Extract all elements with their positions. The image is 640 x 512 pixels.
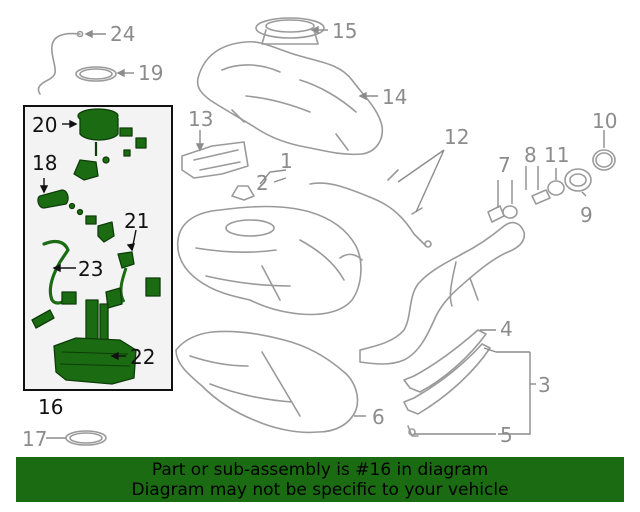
fuel-filter-18 — [37, 189, 84, 216]
clamp-7 — [487, 205, 505, 223]
filler-pipe — [359, 221, 526, 365]
fuel-pump-assembly-parts — [31, 108, 161, 385]
callout-23: 23 — [78, 257, 103, 281]
callout-20: 20 — [32, 113, 57, 137]
fuel-cap-9 — [564, 168, 592, 192]
seal-11 — [547, 180, 565, 196]
banner-line-2: Diagram may not be specific to your vehi… — [131, 480, 509, 500]
under-cover-6 — [175, 330, 359, 434]
callout-18: 18 — [32, 151, 57, 175]
tank-strap-5 — [403, 343, 491, 415]
wire-harness-24 — [37, 32, 81, 95]
clip-2 — [231, 185, 255, 201]
callout-3: 3 — [538, 373, 551, 397]
callout-6: 6 — [372, 405, 385, 429]
level-sender-21 — [105, 251, 161, 309]
callout-13: 13 — [188, 107, 213, 131]
callout-17: 17 — [22, 427, 47, 451]
leader-lines — [46, 25, 605, 439]
callout-24: 24 — [110, 22, 135, 46]
heat-shield-14 — [196, 40, 384, 156]
callout-10: 10 — [592, 109, 617, 133]
bracket-13 — [181, 141, 249, 179]
callout-19: 19 — [138, 61, 163, 85]
tank-strap-4 — [403, 329, 487, 393]
pump-flange-20 — [77, 108, 147, 157]
callout-1: 1 — [280, 149, 293, 173]
callout-15: 15 — [332, 19, 357, 43]
gasket-ring-19 — [75, 66, 117, 82]
gasket-10 — [592, 149, 616, 171]
callout-8: 8 — [524, 143, 537, 167]
callout-16: 16 — [38, 395, 63, 419]
gasket-8 — [502, 205, 518, 219]
callout-12: 12 — [444, 125, 469, 149]
callout-22: 22 — [130, 345, 155, 369]
callout-11: 11 — [544, 143, 569, 167]
callout-9: 9 — [580, 203, 593, 227]
vent-tube-12 — [309, 182, 427, 247]
fuel-system-parts — [37, 17, 616, 446]
retainer-15 — [255, 17, 325, 45]
callout-5: 5 — [500, 423, 513, 447]
callout-2: 2 — [256, 171, 269, 195]
banner-line-1: Part or sub-assembly is #16 in diagram — [151, 460, 489, 480]
info-banner: Part or sub-assembly is #16 in diagram D… — [16, 457, 624, 502]
pump-body-22 — [53, 299, 137, 385]
callout-4: 4 — [500, 317, 513, 341]
callout-14: 14 — [382, 85, 407, 109]
callout-7: 7 — [498, 153, 511, 177]
fuel-tank-1 — [176, 205, 362, 316]
callout-21: 21 — [124, 209, 149, 233]
wiring-23 — [42, 239, 72, 305]
leader-lines-black — [39, 119, 137, 361]
